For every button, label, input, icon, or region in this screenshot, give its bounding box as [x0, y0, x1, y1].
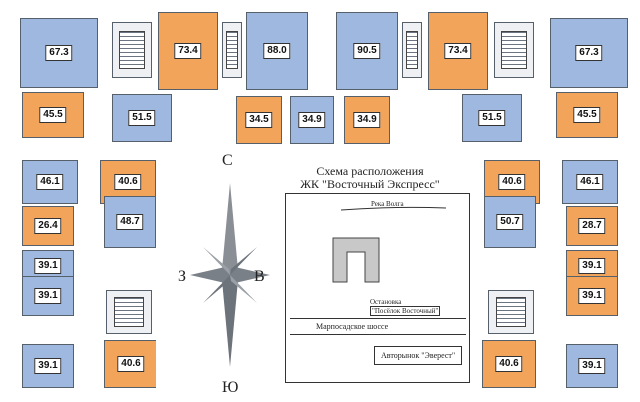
stairwell: [402, 22, 422, 78]
apartment: 39.1: [22, 276, 74, 316]
apartment: 51.5: [462, 94, 522, 142]
apartment-area-label: 48.7: [116, 214, 144, 230]
highway-label: Марпосадское шоссе: [316, 322, 389, 331]
apartment-area-label: 46.1: [576, 174, 604, 190]
scheme-title-line1: Схема расположения: [316, 164, 424, 178]
apartment-area-label: 46.1: [36, 174, 64, 190]
compass-south: Ю: [222, 379, 239, 396]
apartment-area-label: 39.1: [578, 358, 606, 374]
apartment: 90.5: [336, 12, 398, 90]
apartment-area-label: 34.5: [245, 112, 273, 128]
compass-east: В: [254, 268, 265, 285]
apartment: 40.6: [482, 340, 536, 388]
apartment-area-label: 39.1: [578, 258, 606, 274]
apartment-area-label: 67.3: [45, 45, 73, 61]
apartment: 50.7: [484, 196, 536, 248]
apartment: 67.3: [550, 18, 628, 88]
highway-line-lower: [290, 334, 466, 335]
location-map: Река Волга Остановка "Посёлок Восточный"…: [285, 193, 470, 383]
apartment: 73.4: [428, 12, 488, 90]
apartment: 51.5: [112, 94, 172, 142]
stairwell: [222, 22, 242, 78]
apartment-area-label: 40.6: [114, 174, 142, 190]
stairwell: [494, 22, 534, 78]
apartment: 34.5: [236, 96, 282, 144]
apartment-area-label: 45.5: [573, 107, 601, 123]
apartment-area-label: 34.9: [353, 112, 381, 128]
apartment-area-label: 26.4: [34, 218, 62, 234]
apartment: 45.5: [556, 92, 618, 138]
apartment-area-label: 40.6: [117, 356, 145, 372]
apartment-area-label: 51.5: [478, 110, 506, 126]
apartment: 34.9: [344, 96, 390, 144]
apartment: 48.7: [104, 196, 156, 248]
apartment: 67.3: [20, 18, 98, 88]
highway-line: [290, 318, 466, 319]
stairwell: [106, 290, 152, 334]
apartment-area-label: 39.1: [578, 288, 606, 304]
apartment-area-label: 50.7: [496, 214, 524, 230]
compass-rose-icon: [190, 183, 270, 367]
apartment-area-label: 40.6: [498, 174, 526, 190]
apartment-area-label: 90.5: [353, 43, 381, 59]
apartment: 34.9: [290, 96, 334, 144]
apartment: 26.4: [22, 206, 74, 246]
apartment-area-label: 45.5: [39, 107, 67, 123]
apartment-area-label: 39.1: [34, 258, 62, 274]
apartment-area-label: 73.4: [174, 43, 202, 59]
bus-stop-label-line1: Остановка: [370, 298, 402, 306]
scheme-title-line2: ЖК "Восточный Экспресс": [300, 177, 440, 191]
stairwell: [488, 290, 534, 334]
apartment: 39.1: [22, 344, 74, 388]
apartment-area-label: 73.4: [444, 43, 472, 59]
apartment-area-label: 67.3: [575, 45, 603, 61]
apartment-area-label: 51.5: [128, 110, 156, 126]
apartment: 40.6: [104, 340, 158, 388]
apartment: 88.0: [246, 12, 308, 90]
apartment: 45.5: [22, 92, 84, 138]
apartment-area-label: 28.7: [578, 218, 606, 234]
apartment: 46.1: [22, 160, 78, 204]
car-market-label: Авторынок "Эверест": [374, 346, 463, 365]
map-river-label: Река Волга: [371, 200, 404, 208]
apartment-area-label: 39.1: [34, 288, 62, 304]
apartment-area-label: 39.1: [34, 358, 62, 374]
apartment: 39.1: [566, 344, 618, 388]
bus-stop-label-line2: "Посёлок Восточный": [370, 306, 441, 316]
apartment: 39.1: [566, 276, 618, 316]
apartment-area-label: 34.9: [298, 112, 326, 128]
stairwell: [112, 22, 152, 78]
apartment-area-label: 88.0: [263, 43, 291, 59]
apartment: 73.4: [158, 12, 218, 90]
apartment-area-label: 40.6: [495, 356, 523, 372]
complex-location-icon: [332, 237, 380, 283]
compass-west: З: [178, 268, 187, 285]
apartment: 46.1: [562, 160, 618, 204]
apartment: 28.7: [566, 206, 618, 246]
river-line-icon: [340, 206, 447, 211]
compass-north: С: [222, 152, 233, 169]
